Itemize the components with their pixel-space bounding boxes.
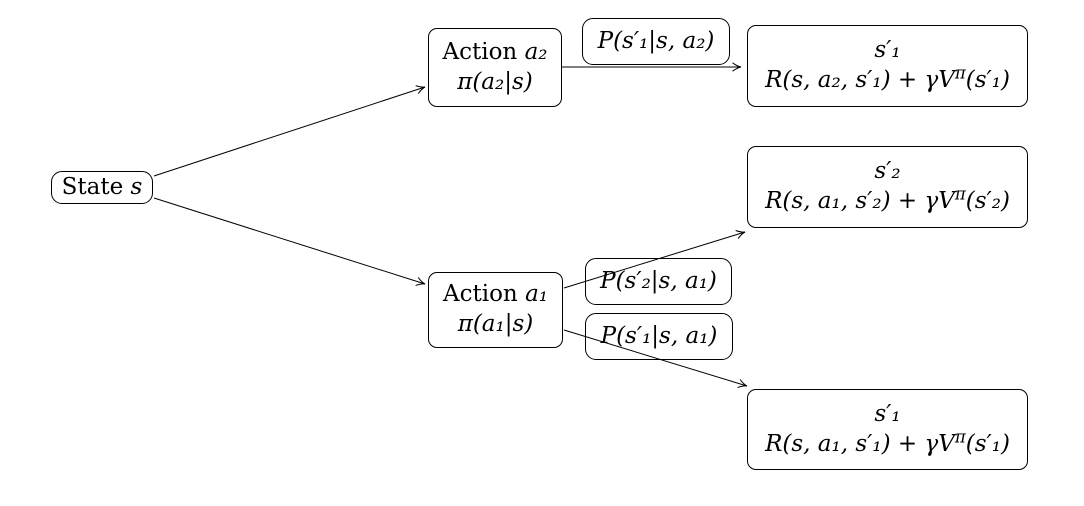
action-a2-label: Action a₂ [443,38,548,68]
reward-pre: R(s, a₂, s′₁) + γV [765,67,955,93]
outcome-s1-a1-reward: R(s, a₁, s′₁) + γVπ(s′₁) [765,426,1010,460]
outcome-s1-a2-reward: R(s, a₂, s′₁) + γVπ(s′₁) [765,63,1010,96]
state-var: s [130,173,143,200]
outcome-s1-a2-node: s′₁ R(s, a₂, s′₁) + γVπ(s′₁) [747,25,1028,107]
action-a1-node: Action a₁ π(a₁|s) [428,272,563,348]
reward-sup-pi: π [954,63,966,83]
reward-pre: R(s, a₁, s′₁) + γV [765,430,955,457]
reward-post: (s′₁) [965,430,1010,457]
action-a1-var: a₁ [525,281,548,308]
prob-label-s1-a2-text: P(s′₁|s, a₂) [597,27,715,54]
prob-label-s2-a1-text: P(s′₂|s, a₁) [600,267,717,294]
outcome-s2-a1-state: s′₂ [874,158,901,185]
reward-post: (s′₁) [965,67,1010,93]
reward-sup-pi: π [954,426,966,446]
edge-state-to-action-a2 [153,87,425,177]
action-a1-policy: π(a₁|s) [457,311,534,337]
prob-label-s1-a1: P(s′₁|s, a₁) [585,313,733,360]
state-word: State [61,173,131,200]
outcome-s1-a1-node: s′₁ R(s, a₁, s′₁) + γVπ(s′₁) [747,389,1028,470]
action-a1-word: Action [443,281,526,308]
prob-label-s2-a1: P(s′₂|s, a₁) [585,258,732,305]
edge-state-to-action-a1 [153,197,425,284]
outcome-s1-a1-state: s′₁ [874,400,901,427]
reward-pre: R(s, a₁, s′₂) + γV [765,188,955,214]
outcome-s2-a1-reward: R(s, a₁, s′₂) + γVπ(s′₂) [765,184,1010,217]
outcome-s2-a1-node: s′₂ R(s, a₁, s′₂) + γVπ(s′₂) [747,146,1028,228]
prob-label-s1-a1-text: P(s′₁|s, a₁) [600,322,718,349]
state-node: State s [51,171,153,204]
action-a2-word: Action [442,38,525,65]
reward-post: (s′₂) [965,188,1010,214]
outcome-s1-a2-state: s′₁ [874,37,901,64]
action-a2-policy: π(a₂|s) [457,68,533,95]
prob-label-s1-a2: P(s′₁|s, a₂) [582,18,730,65]
action-a2-node: Action a₂ π(a₂|s) [428,28,562,107]
action-a1-label: Action a₁ [443,280,548,310]
state-label: State s [62,173,143,203]
reward-sup-pi: π [954,184,966,204]
action-a2-var: a₂ [524,38,548,65]
